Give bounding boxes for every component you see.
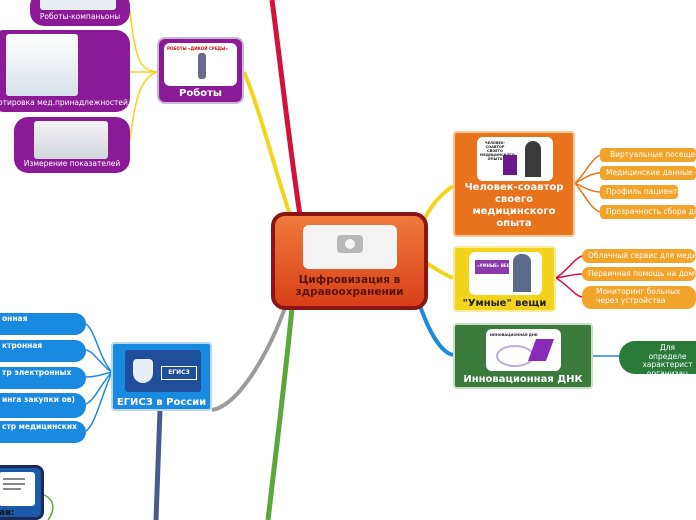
- branch-green: [265, 307, 295, 520]
- coauthor-thumbnail: ЧЕЛОВЕК-СОАВТОР СВОЕГО МЕДИЦИНСКОГО ОПЫТ…: [477, 137, 553, 181]
- topic-coauthor-title: Человек-соавтор своего медицинского опыт…: [464, 182, 564, 229]
- leaf-egisz-3[interactable]: тр электронных: [0, 367, 86, 389]
- leaf-smart-medical-data[interactable]: Медицинские данные смар: [600, 166, 696, 180]
- topic-smart-things[interactable]: «УМНЫЕ» ВЕЩИ "Умные" вещи: [453, 246, 556, 312]
- egisz-logo: ЕГИСЗ: [125, 350, 201, 392]
- leaf-egisz-2[interactable]: ктронная: [0, 340, 86, 362]
- leaf-cloud-service[interactable]: Облачный сервис для медиц: [582, 249, 696, 263]
- subtopic-robot-measurement[interactable]: Измерение показателей: [14, 117, 130, 173]
- smart-things-thumbnail: «УМНЫЕ» ВЕЩИ: [469, 252, 542, 295]
- topic-robots[interactable]: РОБОТЫ «ДИКОЙ СРЕДЫ» Роботы: [157, 37, 244, 104]
- branch-egisz: [211, 304, 288, 412]
- branch-top-red: [269, 0, 303, 216]
- topic-innovation-dna-title: Инновационная ДНК: [463, 374, 583, 385]
- topic-bottom-left[interactable]: ав:: [0, 465, 44, 520]
- robots-thumbnail: РОБОТЫ «ДИКОЙ СРЕДЫ»: [164, 43, 237, 86]
- leaf-device-monitoring[interactable]: Мониторинг больных через устройства: [582, 286, 696, 309]
- branch-robots: [242, 71, 292, 216]
- branch-navy: [153, 409, 163, 520]
- subtopic-robot-sorting[interactable]: отировка мед.принадлежностей: [0, 30, 130, 112]
- topic-coauthor[interactable]: ЧЕЛОВЕК-СОАВТОР СВОЕГО МЕДИЦИНСКОГО ОПЫТ…: [453, 131, 575, 237]
- dna-thumbnail: ИННОВАЦИОННАЯ ДНК: [486, 329, 561, 371]
- topic-smart-things-title: "Умные" вещи: [462, 298, 547, 309]
- subtopic-robot-companions[interactable]: Роботы-компаньоны: [30, 0, 130, 26]
- topic-bottom-left-title: ав:: [0, 508, 15, 518]
- topic-egisz[interactable]: ЕГИСЗ ЕГИСЗ в России: [111, 342, 212, 411]
- central-topic-title: Цифровизация в здравоохранении: [295, 274, 404, 299]
- central-topic[interactable]: Цифровизация в здравоохранении: [271, 212, 428, 310]
- leaf-patient-profile[interactable]: Профиль пациента: [600, 185, 678, 199]
- leaf-home-care[interactable]: Первичная помощь на дому: [582, 267, 696, 281]
- topic-innovation-dna[interactable]: ИННОВАЦИОННАЯ ДНК Инновационная ДНК: [453, 323, 593, 389]
- eagle-emblem-icon: [133, 359, 153, 383]
- leaf-egisz-4[interactable]: инга закупки ов): [0, 393, 86, 418]
- egisz-logo-label: ЕГИСЗ: [161, 366, 197, 380]
- camera-icon: [337, 235, 363, 253]
- leaf-data-transparency[interactable]: Прозрачность сбора данн: [600, 205, 696, 219]
- topic-egisz-title: ЕГИСЗ в России: [116, 397, 207, 408]
- bottom-left-thumbnail: [0, 472, 35, 506]
- leaf-dna-characteristics[interactable]: Для определе характерист организац: [619, 341, 696, 374]
- branch-dna: [416, 299, 454, 357]
- central-image-placeholder: [303, 225, 397, 269]
- leaf-egisz-5[interactable]: стр медицинских: [0, 421, 86, 443]
- leaf-virtual-visits[interactable]: Виртуальные посещени: [600, 148, 696, 162]
- topic-robots-title: Роботы: [179, 88, 222, 99]
- branch-smart: [423, 260, 454, 280]
- leaf-egisz-1[interactable]: онная: [0, 313, 86, 335]
